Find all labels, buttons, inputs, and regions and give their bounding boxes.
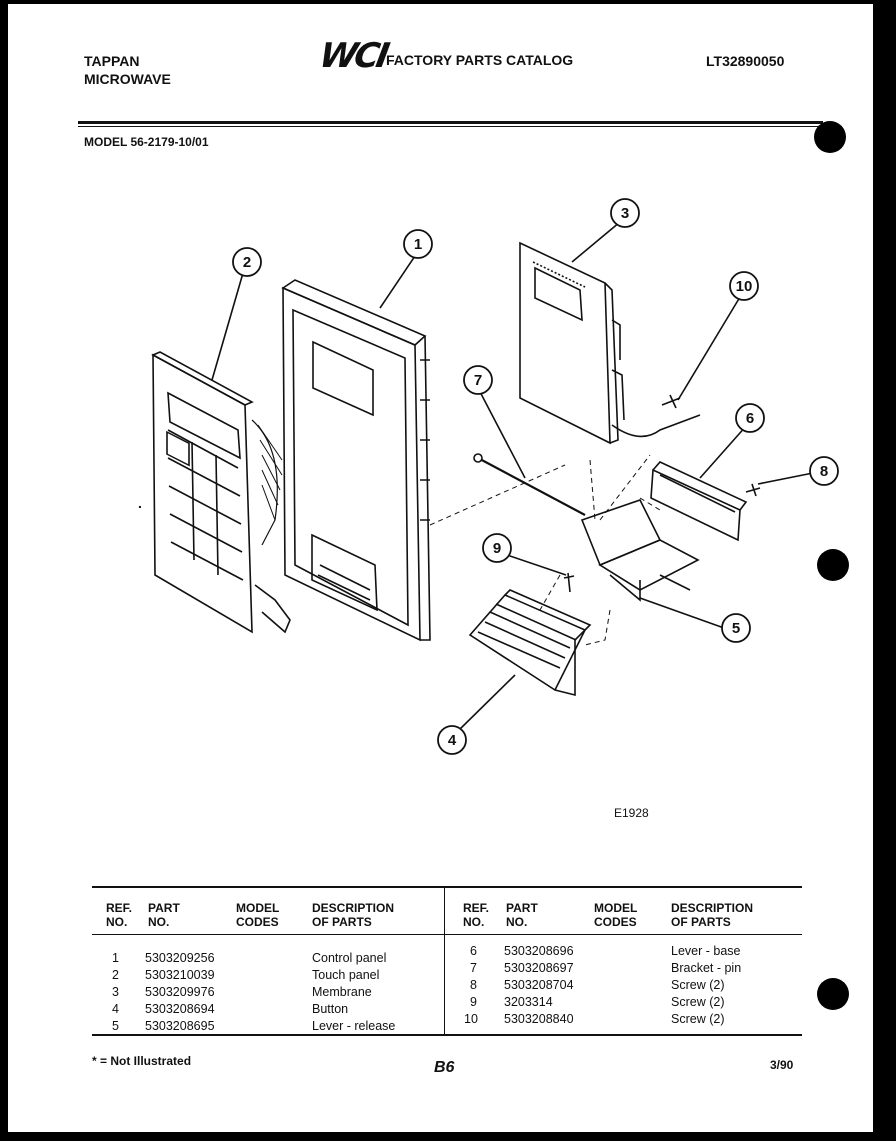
header-rule-thin [78,126,823,127]
control-panel-part [281,279,431,642]
model-number: MODEL 56-2179-10/01 [84,135,209,149]
callout-1: 1 [414,236,422,253]
figure-code: E1928 [614,806,649,820]
revision-date: 3/90 [770,1058,794,1072]
lever-base-part [650,468,741,542]
catalog-number: LT32890050 [706,53,785,69]
lever-release-part [580,499,700,602]
footnote: * = Not Illustrated [92,1054,192,1068]
brand-line-2: MICROWAVE [84,71,171,87]
callout-6: 6 [746,410,754,427]
catalog-title: FACTORY PARTS CATALOG [386,52,574,68]
callout-9: 9 [493,540,501,557]
callout-8: 8 [820,463,828,480]
touch-panel-part [151,351,291,634]
exploded-parts-diagram: 1 2 3 10 7 6 8 9 5 4 E1928 . [138,198,839,820]
callout-2: 2 [243,254,251,271]
callout-5: 5 [732,620,740,637]
callout-3: 3 [621,205,629,222]
col-header-ref: REF.NO. [106,901,133,929]
screw-9 [563,572,575,593]
binder-hole-middle [817,549,849,581]
table-header-rule [92,934,802,935]
table-top-rule [92,886,802,888]
brand-line-1: TAPPAN [84,53,140,69]
header-rule [78,121,823,124]
table-divider [444,886,445,1034]
membrane-part [519,241,701,445]
table-bottom-rule [92,1034,802,1036]
bracket-pin [477,457,586,516]
callout-10: 10 [736,278,753,295]
stray-mark: . [138,495,142,511]
button-part [468,589,592,697]
callout-4: 4 [448,732,457,749]
screw-10 [661,394,681,409]
page-number: B6 [434,1059,455,1076]
screw-8 [745,483,761,497]
col-header-ref-2: REF.NO. [463,901,490,929]
binder-hole-top [814,121,846,153]
callout-7: 7 [474,372,482,389]
binder-hole-bottom [817,978,849,1010]
catalog-page [8,4,873,1132]
